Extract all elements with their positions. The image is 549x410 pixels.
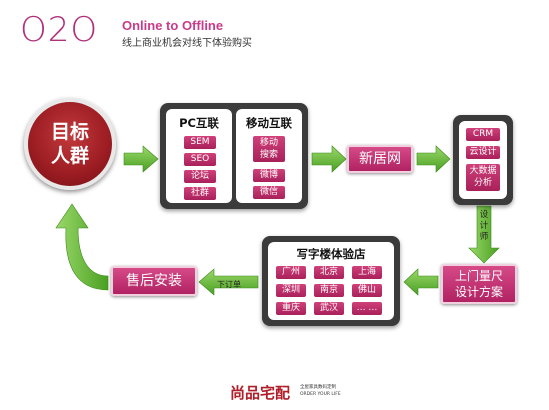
target-line2: 人群 (50, 145, 89, 167)
arrow-down (468, 205, 500, 264)
city-foshan: 佛山 (352, 284, 382, 297)
city-chongqing: 重庆 (276, 302, 306, 315)
tag-community: 社群 (184, 187, 216, 200)
header-subtitle: 线上商业机会对线下体验购买 (122, 38, 252, 49)
tag-cloud-design: 云设计 (466, 146, 500, 159)
tag-mobile-search: 移动 搜索 (253, 136, 285, 162)
tools-subpanel: CRM 云设计 大数据 分析 (459, 121, 507, 199)
city-beijing: 北京 (314, 266, 344, 279)
tag-weibo: 微博 (253, 169, 285, 182)
brand-logo: 尚品宅配 (230, 384, 291, 402)
tag-big-data-label: 大数据 分析 (469, 166, 497, 188)
tag-wechat: 微信 (253, 186, 285, 199)
arrow-curve-up (55, 203, 109, 291)
arrow-left-2 (198, 268, 259, 296)
store-panel: 写字楼体验店 广州 北京 上海 深圳 南京 佛山 重庆 武汉 … … (262, 236, 400, 326)
pc-title: PC互联 (179, 116, 219, 130)
designer-label: 设计师 (479, 210, 489, 242)
mobile-title: 移动互联 (246, 116, 292, 130)
measure-line2: 设计方案 (454, 285, 503, 299)
measure-line1: 上门量尺 (454, 269, 503, 283)
mobile-subpanel: 移动互联 移动 搜索 微博 微信 (236, 109, 302, 203)
arrow-right-2 (311, 145, 347, 173)
tag-big-data: 大数据 分析 (466, 164, 500, 191)
pc-subpanel: PC互联 SEM SEO 论坛 社群 (166, 109, 232, 203)
order-label: 下订单 (217, 280, 241, 289)
brand-tagline-en: ORDER YOUR LIFE (300, 392, 341, 397)
store-subpanel: 写字楼体验店 广州 北京 上海 深圳 南京 佛山 重庆 武汉 … … (268, 242, 394, 320)
city-shenzhen: 深圳 (276, 284, 306, 297)
tag-mobile-search-label: 移动 搜索 (259, 138, 278, 160)
arrow-right-1 (123, 145, 159, 173)
tag-sem: SEM (184, 136, 216, 149)
tag-forum: 论坛 (184, 170, 216, 183)
arrow-right-3 (416, 145, 451, 173)
tag-crm: CRM (466, 128, 500, 141)
brand-tagline-cn: 全屋家具数码定制 (300, 385, 336, 390)
target-audience-circle: 目标 人群 (24, 98, 116, 190)
city-nanjing: 南京 (314, 284, 344, 297)
header-title: Online to Offline (122, 18, 224, 33)
tag-seo: SEO (184, 153, 216, 166)
online-channels-panel: PC互联 SEM SEO 论坛 社群 移动互联 移动 搜索 微博 微信 (160, 103, 308, 209)
arrow-left-1 (403, 268, 439, 296)
city-wuhan: 武汉 (314, 302, 344, 315)
city-guangzhou: 广州 (276, 266, 306, 279)
measure-design-button: 上门量尺 设计方案 (441, 264, 517, 304)
city-shanghai: 上海 (352, 266, 382, 279)
tools-panel: CRM 云设计 大数据 分析 (453, 115, 513, 205)
store-title: 写字楼体验店 (296, 247, 366, 261)
city-more: … … (352, 302, 382, 315)
xinjuwang-button: 新居网 (347, 145, 413, 173)
after-sales-button: 售后安装 (111, 266, 197, 296)
target-line1: 目标 (50, 121, 89, 143)
o2o-logo: O2O (20, 10, 99, 50)
